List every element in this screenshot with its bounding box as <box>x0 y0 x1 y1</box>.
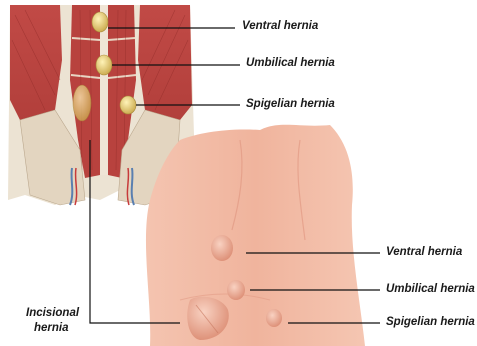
label-bottom-ventral-hernia: Ventral hernia <box>386 246 462 259</box>
ventral-hernia-sac <box>92 12 108 32</box>
label-incisional-line1: Incisional <box>26 307 79 320</box>
label-top-umbilical-hernia: Umbilical hernia <box>246 57 335 70</box>
label-top-spigelian-hernia: Spigelian hernia <box>246 98 335 111</box>
umbilical-hernia-bulge <box>227 280 245 300</box>
spigelian-hernia-bulge <box>266 309 282 327</box>
skin-illustration <box>146 125 365 346</box>
torso-skin <box>146 125 365 346</box>
right-oblique-muscle <box>138 5 192 120</box>
ventral-hernia-bulge <box>211 235 233 261</box>
left-oblique-muscle <box>10 5 62 120</box>
spigelian-hernia-sac <box>120 96 136 114</box>
label-bottom-umbilical-hernia: Umbilical hernia <box>386 283 475 296</box>
label-top-ventral-hernia: Ventral hernia <box>242 20 318 33</box>
label-incisional-line2: hernia <box>34 322 69 335</box>
label-bottom-spigelian-hernia: Spigelian hernia <box>386 316 475 329</box>
incisional-hernia-sac <box>73 85 91 121</box>
umbilical-hernia-sac <box>96 55 112 75</box>
